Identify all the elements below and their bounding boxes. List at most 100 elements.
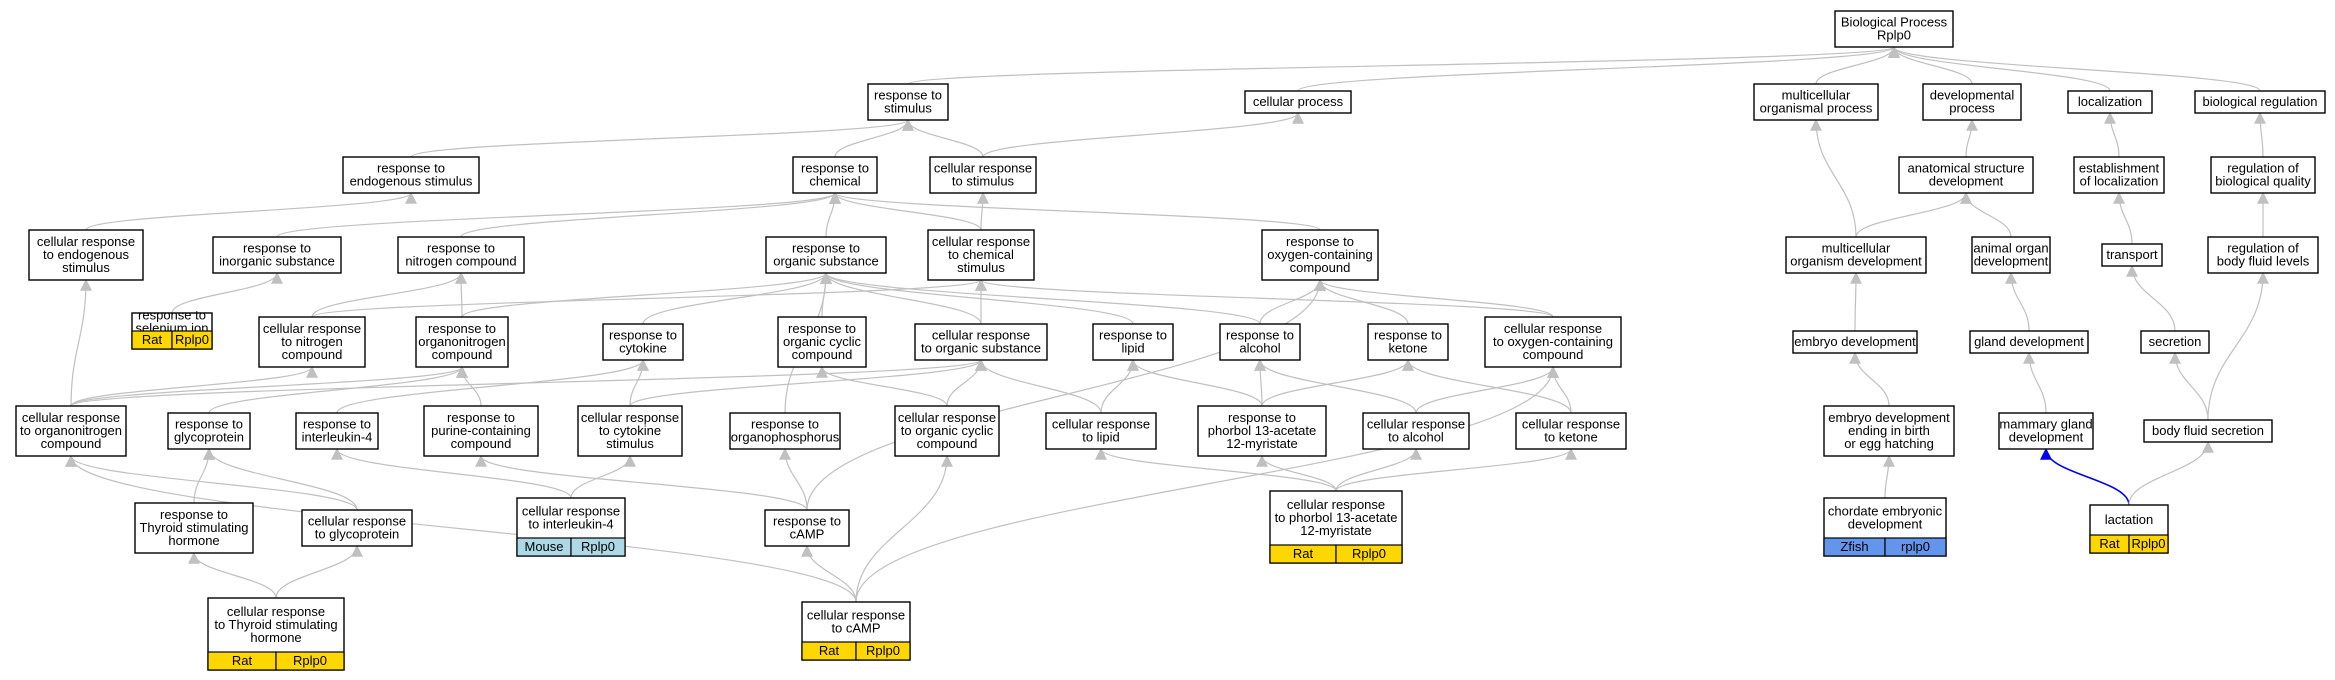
- node-label-line: 12-myristate: [1226, 436, 1298, 451]
- node-label-line: organic substance: [773, 254, 879, 269]
- edge-crl-to-rtl: [1100, 358, 1139, 414]
- edge-breg-to-bp: [1888, 45, 2261, 92]
- node-box: [212, 236, 342, 274]
- node-label-line: cellular response: [1287, 497, 1385, 512]
- species-label: rplp0: [1901, 539, 1930, 554]
- edge-rtos-to-rtc: [825, 191, 841, 238]
- node-label-line: to oxygen-containing: [1493, 334, 1613, 349]
- node-label-line: to organic substance: [921, 341, 1041, 356]
- node-trans[interactable]: transport: [2101, 243, 2163, 267]
- node-label-line: establishment: [2079, 161, 2160, 176]
- edge-rtl-to-rtos: [820, 271, 1134, 325]
- node-breg[interactable]: biological regulation: [2194, 90, 2326, 114]
- node-label-line: multicellular: [1782, 88, 1851, 103]
- node-gd[interactable]: gland development: [1969, 330, 2089, 354]
- edge-crcamp-to-crocc: [855, 365, 1559, 603]
- edge-crts-to-cp: [982, 111, 1304, 158]
- node-label-line: to phorbol 13-acetate: [1275, 510, 1398, 525]
- edge-crpma-to-rtpma: [1256, 454, 1337, 492]
- edge-crcamp-to-cronc: [65, 454, 857, 603]
- node-sec[interactable]: secretion: [2140, 330, 2210, 354]
- species-label: Rat: [1293, 546, 1314, 561]
- node-label-line: to ketone: [1544, 430, 1598, 445]
- node-bfs[interactable]: body fluid secretion: [2143, 419, 2273, 443]
- node-label-line: compound: [451, 436, 512, 451]
- node-label-line: phorbol 13-acetate: [1208, 423, 1316, 438]
- node-box: [602, 323, 684, 361]
- node-label-line: regulation of: [2227, 241, 2299, 256]
- node-label-line: or egg hatching: [1844, 436, 1934, 451]
- node-label-line: development: [2009, 430, 2084, 445]
- node-label-line: stimulus: [884, 101, 932, 116]
- node-label-line: response to: [243, 241, 311, 256]
- edge-rtc-to-rts: [834, 118, 914, 158]
- edge-crtsh-to-crg: [275, 544, 363, 599]
- node-label-line: developmental: [1930, 88, 2015, 103]
- node-box: [792, 156, 878, 194]
- node-loc[interactable]: localization: [2067, 90, 2153, 114]
- edge-crpma-to-crk: [1335, 447, 1577, 492]
- node-box: [1969, 330, 2089, 354]
- node-label-line: embryo development: [1828, 410, 1950, 425]
- node-label-line: response to: [801, 161, 869, 176]
- node-box: [777, 316, 867, 368]
- edge-rtnc-to-rtc: [460, 191, 841, 238]
- node-cp[interactable]: cellular process: [1244, 90, 1352, 114]
- node-box: [765, 236, 887, 274]
- edge-crg-to-cronc: [65, 454, 358, 511]
- edge-lact-to-bfs: [2128, 440, 2214, 506]
- node-ed[interactable]: embryo development: [1792, 330, 1918, 354]
